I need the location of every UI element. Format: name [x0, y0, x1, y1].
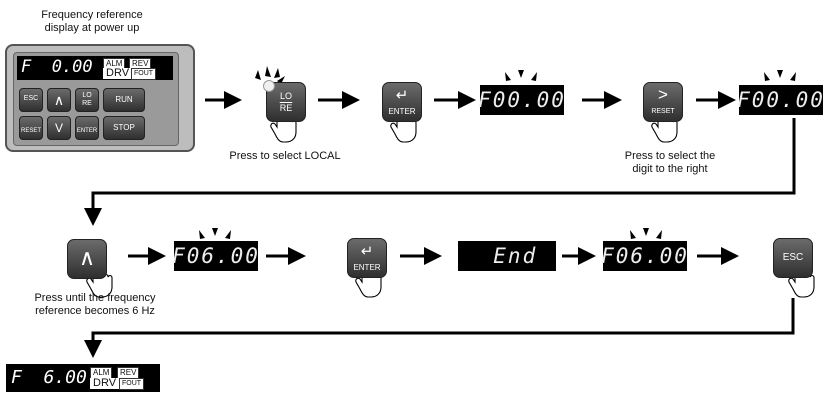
enter-label: ENTER	[388, 107, 416, 116]
led-icon	[263, 80, 275, 92]
lcd-display-end: End	[458, 241, 556, 271]
connector-row1-row2	[84, 118, 796, 226]
caption-line: Press to select the	[624, 150, 716, 162]
drv-label: DRV	[103, 68, 133, 79]
up-arrow-label: ∧	[78, 245, 96, 270]
reset-key-large[interactable]: > RESET	[643, 82, 683, 122]
up-key-label: ∧	[53, 92, 65, 108]
lcd-display-4: F06.00	[601, 241, 687, 271]
esc-label: ESC	[782, 252, 804, 263]
enter-key-label: ENTER	[76, 128, 98, 134]
reset-key[interactable]: RESET	[19, 116, 43, 140]
until-freq-caption: Press until the frequency reference beco…	[10, 292, 180, 318]
caption-line: display at power up	[44, 22, 140, 34]
lcd-display-1: F00.00	[478, 85, 564, 115]
re-label: RE	[279, 103, 293, 113]
select-local-caption: Press to select LOCAL	[229, 150, 341, 162]
power-up-caption: Frequency reference display at power up	[22, 9, 162, 35]
lo-key-label: LO	[82, 92, 92, 99]
esc-key-label: ESC	[23, 95, 39, 102]
blink-marks	[199, 66, 796, 239]
select-digit-caption: Press to select the digit to the right	[600, 150, 740, 176]
enter-arrow-icon: ↵	[395, 87, 409, 104]
caption-line: Press until the frequency	[34, 292, 156, 304]
esc-key[interactable]: ESC	[19, 88, 43, 112]
up-key-large[interactable]: ∧	[67, 239, 107, 279]
rev-label: REV	[129, 58, 152, 70]
operator-display: F 0.00 ALM REV DRV FOUT	[17, 56, 173, 80]
lo-re-key-large[interactable]: LO RE	[263, 80, 306, 122]
caption-line: digit to the right	[632, 163, 708, 175]
run-key-label: RUN	[115, 95, 133, 104]
lcd-display-2: F00.00	[737, 85, 823, 115]
enter-key-large[interactable]: ↵ ENTER	[382, 82, 422, 122]
re-key-label: RE	[82, 100, 92, 107]
enter-label: ENTER	[353, 263, 381, 272]
chevron-right-icon: >	[658, 85, 668, 104]
caption-line: Frequency reference	[41, 9, 143, 21]
drv-label: DRV	[90, 378, 120, 389]
lcd-display-3: F06.00	[172, 241, 258, 271]
up-key[interactable]: ∧	[47, 88, 71, 112]
stop-key-label: STOP	[113, 123, 135, 132]
down-key-label: V	[54, 121, 63, 135]
enter-key[interactable]: ENTER	[75, 116, 99, 140]
run-key[interactable]: RUN	[103, 88, 145, 112]
connector-row2-row3	[84, 298, 795, 358]
esc-key-large[interactable]: ESC	[773, 238, 813, 278]
enter-arrow-icon: ↵	[360, 243, 374, 260]
reset-key-label: RESET	[20, 128, 41, 134]
enter-key-large-2[interactable]: ↵ ENTER	[347, 238, 387, 278]
final-operator-display: F 6.00 ALM REV DRV FOUT	[6, 364, 160, 392]
final-display-value: F 6.00	[11, 367, 87, 388]
fout-label: FOUT	[131, 68, 157, 80]
down-key[interactable]: V	[47, 116, 71, 140]
lo-label: LO	[279, 91, 292, 101]
reset-label: RESET	[651, 108, 675, 115]
operator-display-value: F 0.00	[21, 57, 93, 77]
caption-line: reference becomes 6 Hz	[35, 305, 155, 317]
stop-key[interactable]: STOP	[103, 116, 145, 140]
fout-label: FOUT	[119, 378, 145, 390]
